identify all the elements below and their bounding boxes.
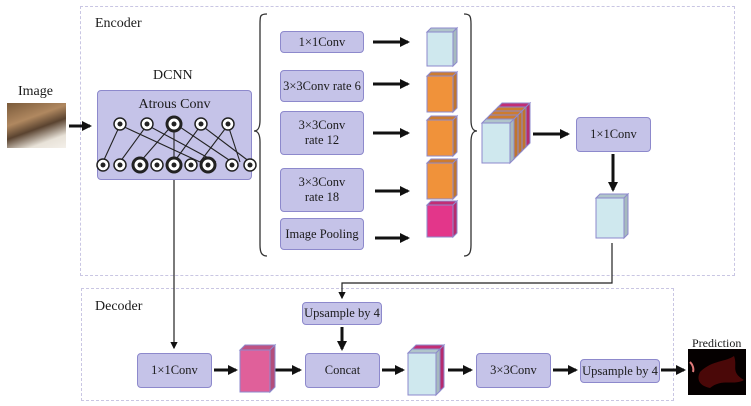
encoder-1x1conv: 1×1Conv (576, 117, 651, 152)
input-image-label: Image (18, 84, 53, 100)
dcnn-label: DCNN (153, 68, 193, 84)
decoder-final-upsample: Upsample by 4 (580, 359, 660, 383)
branch-3x3conv-rate18: 3×3Conv rate 18 (280, 168, 364, 212)
branch-1x1conv: 1×1Conv (280, 31, 364, 53)
atrous-conv-block: Atrous Conv (97, 90, 252, 180)
decoder-3x3conv: 3×3Conv (476, 353, 551, 388)
prediction-image (688, 349, 746, 395)
decoder-1x1conv: 1×1Conv (137, 353, 212, 388)
atrous-conv-label: Atrous Conv (139, 97, 211, 112)
decoder-label: Decoder (95, 299, 142, 315)
prediction-label: Prediction (692, 336, 741, 351)
encoder-label: Encoder (95, 16, 142, 32)
decoder-upsample-by-4: Upsample by 4 (302, 302, 382, 325)
prediction-mask (698, 356, 744, 388)
branch-image-pooling: Image Pooling (280, 218, 364, 250)
input-image (7, 103, 66, 148)
branch-3x3conv-rate6: 3×3Conv rate 6 (280, 70, 364, 102)
branch-3x3conv-rate12: 3×3Conv rate 12 (280, 111, 364, 155)
decoder-concat: Concat (305, 353, 380, 388)
